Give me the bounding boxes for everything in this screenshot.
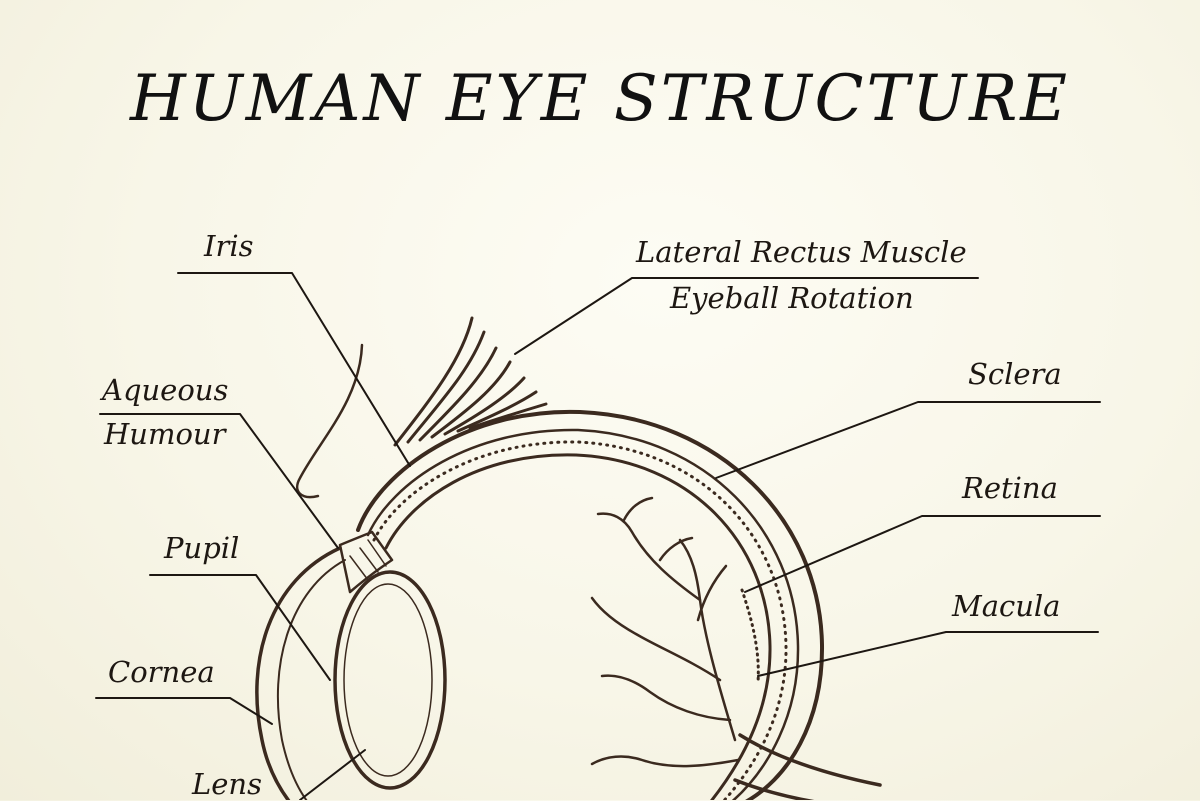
retinal-vessels [592,498,738,766]
cornea-arc-outer [257,548,340,800]
leader-retina [745,516,1100,592]
muscle-fibres [395,318,546,445]
lens-inner [344,584,432,776]
label-sclera: Sclera [968,360,1062,389]
leader-cornea [96,698,272,724]
leader-sclera [716,402,1100,478]
retina-inner [386,455,770,800]
optic-nerve-top [740,735,880,785]
label-eyeball-rotation: Eyeball Rotation [670,284,914,313]
label-cornea: Cornea [108,658,215,687]
leader-macula [758,632,1098,676]
label-aqueous-line2: Humour [104,420,225,449]
leader-lens [300,750,365,800]
leader-lines [96,273,1100,800]
label-macula: Macula [952,592,1060,621]
label-lateral-rectus: Lateral Rectus Muscle [636,238,967,267]
lens-shape [335,572,445,788]
label-retina: Retina [962,474,1058,503]
eyelid-curve [297,345,362,497]
label-aqueous-line1: Aqueous [102,376,228,405]
label-pupil: Pupil [164,534,239,563]
retina-dots [742,590,758,682]
label-lens: Lens [192,770,262,799]
label-iris: Iris [204,232,253,261]
